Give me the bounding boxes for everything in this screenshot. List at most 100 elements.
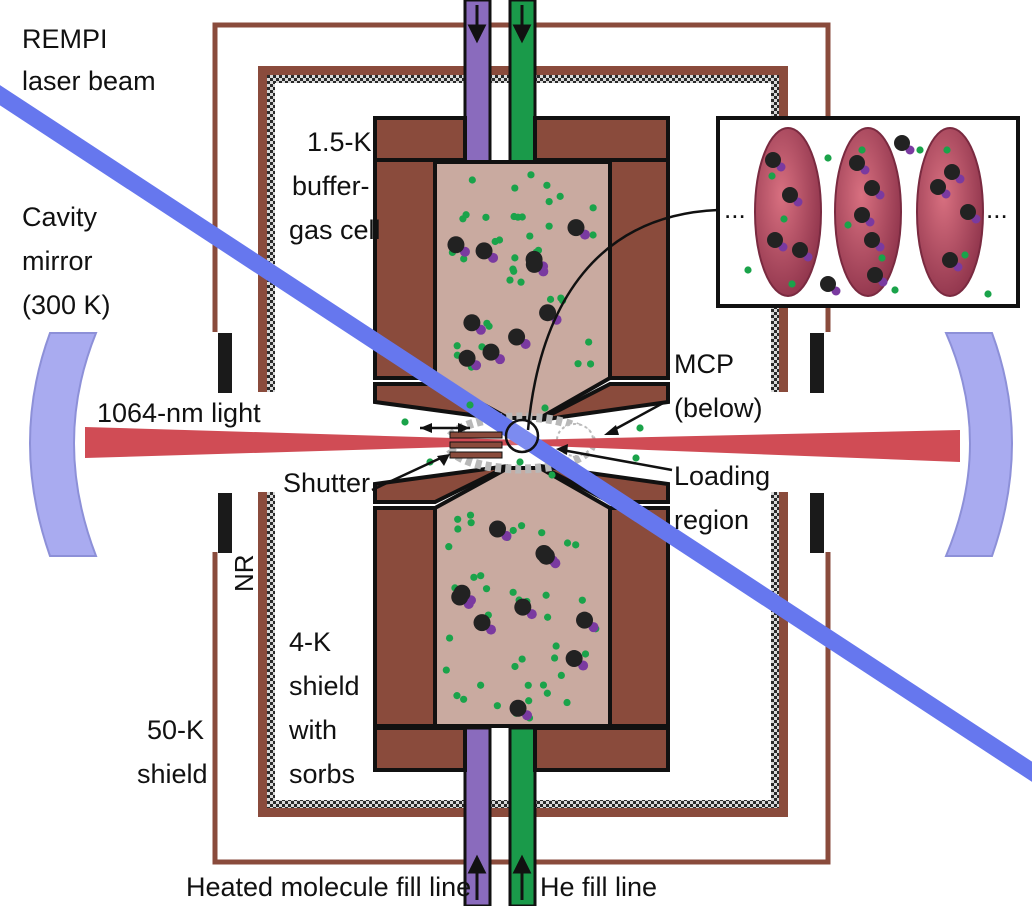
helium-atom bbox=[442, 666, 450, 674]
fill-line-arrows bbox=[467, 5, 532, 900]
shutter bbox=[449, 431, 503, 459]
helium-atom bbox=[509, 588, 517, 596]
helium-atom bbox=[543, 181, 551, 189]
helium-atom bbox=[572, 541, 580, 549]
helium-atom bbox=[524, 681, 532, 689]
leader-arrowheads bbox=[420, 423, 619, 466]
rempi-label-2: laser beam bbox=[22, 66, 156, 96]
helium-atom bbox=[557, 671, 565, 679]
helium-atom bbox=[542, 591, 550, 599]
helium-atom bbox=[581, 650, 590, 658]
helium-atom bbox=[548, 471, 556, 479]
molecule bbox=[475, 242, 493, 260]
loading-region-label-2: region bbox=[674, 505, 749, 535]
molecule bbox=[864, 180, 880, 196]
helium-atom bbox=[462, 211, 470, 219]
helium-atom bbox=[636, 424, 644, 432]
mcp-label: MCP bbox=[674, 349, 734, 379]
cavity-mirror-right bbox=[944, 332, 1013, 557]
rempi-label: REMPI bbox=[22, 24, 108, 54]
buffer-gas-cell-label-3: gas cell bbox=[289, 215, 381, 245]
4k-shield-label-3: with bbox=[288, 715, 337, 745]
molecule bbox=[489, 520, 507, 538]
he-fill-line-label: He fill line bbox=[540, 872, 657, 902]
helium-atom bbox=[514, 213, 522, 221]
molecule-fill-line-label: Heated molecule fill line bbox=[186, 872, 471, 902]
helium-atom bbox=[844, 221, 852, 229]
molecule bbox=[792, 242, 808, 258]
buffer-gas-cell-label-2: buffer- bbox=[292, 171, 370, 201]
helium-atom bbox=[585, 338, 593, 346]
molecule bbox=[930, 179, 946, 195]
molecule bbox=[820, 276, 836, 292]
helium-atom bbox=[543, 689, 551, 697]
helium-atom bbox=[539, 681, 548, 689]
molecule bbox=[539, 304, 557, 322]
helium-atom bbox=[891, 286, 899, 294]
helium-atom bbox=[517, 278, 525, 286]
molecule bbox=[514, 598, 532, 616]
cavity-mirror-label-3: (300 K) bbox=[22, 290, 111, 320]
helium-atom bbox=[552, 642, 560, 650]
helium-atom bbox=[509, 526, 517, 535]
helium-atom bbox=[943, 146, 951, 154]
helium-atom bbox=[517, 522, 526, 530]
helium-atom bbox=[468, 176, 476, 184]
helium-atom bbox=[525, 697, 533, 705]
helium-atom bbox=[961, 251, 969, 259]
cavity-mirror-label-2: mirror bbox=[22, 246, 92, 276]
molecule bbox=[463, 314, 481, 332]
helium-atom bbox=[482, 585, 491, 593]
helium-atom bbox=[544, 613, 552, 621]
helium-atom bbox=[768, 172, 776, 180]
molecule bbox=[942, 252, 958, 268]
helium-atom bbox=[493, 702, 501, 710]
nr-blocks bbox=[218, 333, 824, 553]
cavity-mirror-label: Cavity bbox=[22, 202, 98, 232]
helium-atom bbox=[401, 418, 409, 426]
helium-atom bbox=[460, 695, 468, 703]
helium-atom bbox=[589, 231, 597, 239]
mcp-label-2: (below) bbox=[674, 393, 763, 423]
helium-atom bbox=[466, 511, 475, 519]
helium-atom bbox=[589, 204, 597, 212]
molecule bbox=[451, 588, 469, 606]
helium-atom bbox=[482, 213, 490, 221]
helium-atom bbox=[984, 290, 992, 298]
molecule bbox=[765, 152, 781, 168]
helium-atom bbox=[477, 681, 485, 689]
helium-atom bbox=[780, 215, 788, 223]
4k-shield-label-4: sorbs bbox=[289, 759, 355, 789]
inset-ellipsis-right: ... bbox=[986, 194, 1008, 224]
molecule bbox=[447, 236, 465, 254]
helium-atom bbox=[824, 154, 832, 162]
molecule bbox=[458, 349, 476, 367]
4k-shield-label: 4-K bbox=[289, 627, 331, 657]
4k-shield-label-2: shield bbox=[289, 671, 360, 701]
helium-atom bbox=[788, 280, 796, 288]
helium-atom bbox=[563, 539, 572, 547]
50k-shield-label: 50-K bbox=[147, 715, 204, 745]
helium-atom bbox=[545, 197, 553, 206]
helium-atom bbox=[466, 401, 474, 409]
helium-atom bbox=[454, 515, 462, 523]
helium-atom bbox=[511, 254, 519, 262]
helium-atom bbox=[563, 698, 571, 707]
helium-atom bbox=[445, 634, 454, 642]
molecule bbox=[473, 614, 491, 632]
helium-atom bbox=[460, 255, 468, 263]
lattice-inset: ... ... bbox=[716, 116, 1020, 308]
helium-atom bbox=[483, 319, 491, 327]
helium-atom bbox=[744, 266, 752, 274]
helium-atom bbox=[477, 572, 485, 580]
molecule bbox=[567, 219, 585, 237]
leader-lines bbox=[371, 208, 719, 492]
molecule bbox=[565, 650, 583, 668]
helium-atom bbox=[511, 662, 519, 671]
helium-atom bbox=[546, 295, 555, 303]
molecule bbox=[894, 135, 910, 151]
helium-atom bbox=[916, 146, 924, 154]
rempi-laser-beam bbox=[0, 85, 1032, 782]
helium-atom bbox=[453, 692, 461, 700]
